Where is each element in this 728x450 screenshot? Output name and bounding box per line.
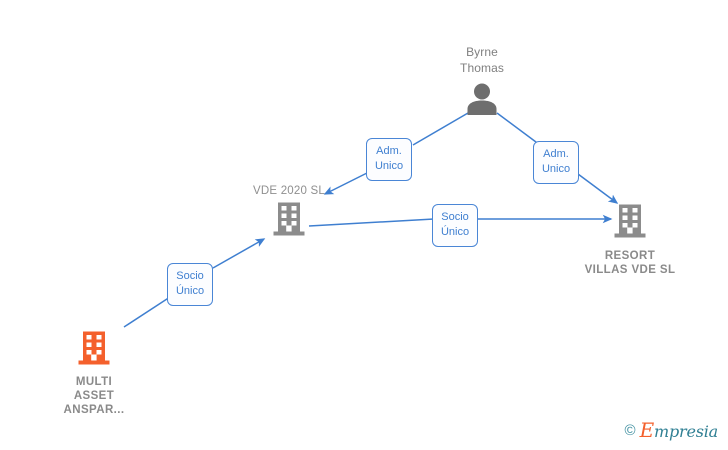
building-icon — [272, 201, 306, 237]
node-resort-villas-vde-label: RESORT VILLAS VDE SL — [584, 250, 676, 276]
node-vde-2020-label: VDE 2020 SL — [253, 185, 325, 197]
edge-multiasset-vde — [123, 238, 266, 328]
edge-label-byrne-vde[interactable]: Adm. Unico — [366, 138, 412, 181]
empresia-logo-initial: E — [639, 418, 655, 442]
copyright-icon: © — [624, 421, 636, 439]
edge-vde-resort — [308, 214, 613, 227]
node-multi-asset-anspar-label: MULTI ASSET ANSPAR... — [63, 376, 125, 416]
empresia-logo-rest: mpresia — [654, 422, 718, 441]
node-resort-villas-vde[interactable]: RESORT VILLAS VDE SL — [570, 203, 690, 277]
edge-label-vde-resort[interactable]: Socio Único — [432, 204, 478, 247]
person-icon — [464, 82, 500, 116]
edge-byrne-vde — [323, 112, 469, 195]
node-vde-2020[interactable]: VDE 2020 SL — [229, 184, 349, 237]
node-byrne-thomas[interactable]: Byrne Thomas — [422, 44, 542, 116]
empresia-watermark: © Empresia — [624, 418, 719, 442]
node-byrne-thomas-label: Byrne Thomas — [460, 45, 504, 75]
edge-byrne-resort — [496, 112, 619, 204]
building-icon — [77, 330, 111, 366]
node-multi-asset-anspar[interactable]: MULTI ASSET ANSPAR... — [34, 330, 154, 417]
edge-label-multiasset-vde[interactable]: Socio Único — [167, 263, 213, 306]
empresia-logo: Empresia — [639, 418, 719, 442]
building-icon — [613, 203, 647, 239]
edge-label-byrne-resort[interactable]: Adm. Unico — [533, 141, 579, 184]
